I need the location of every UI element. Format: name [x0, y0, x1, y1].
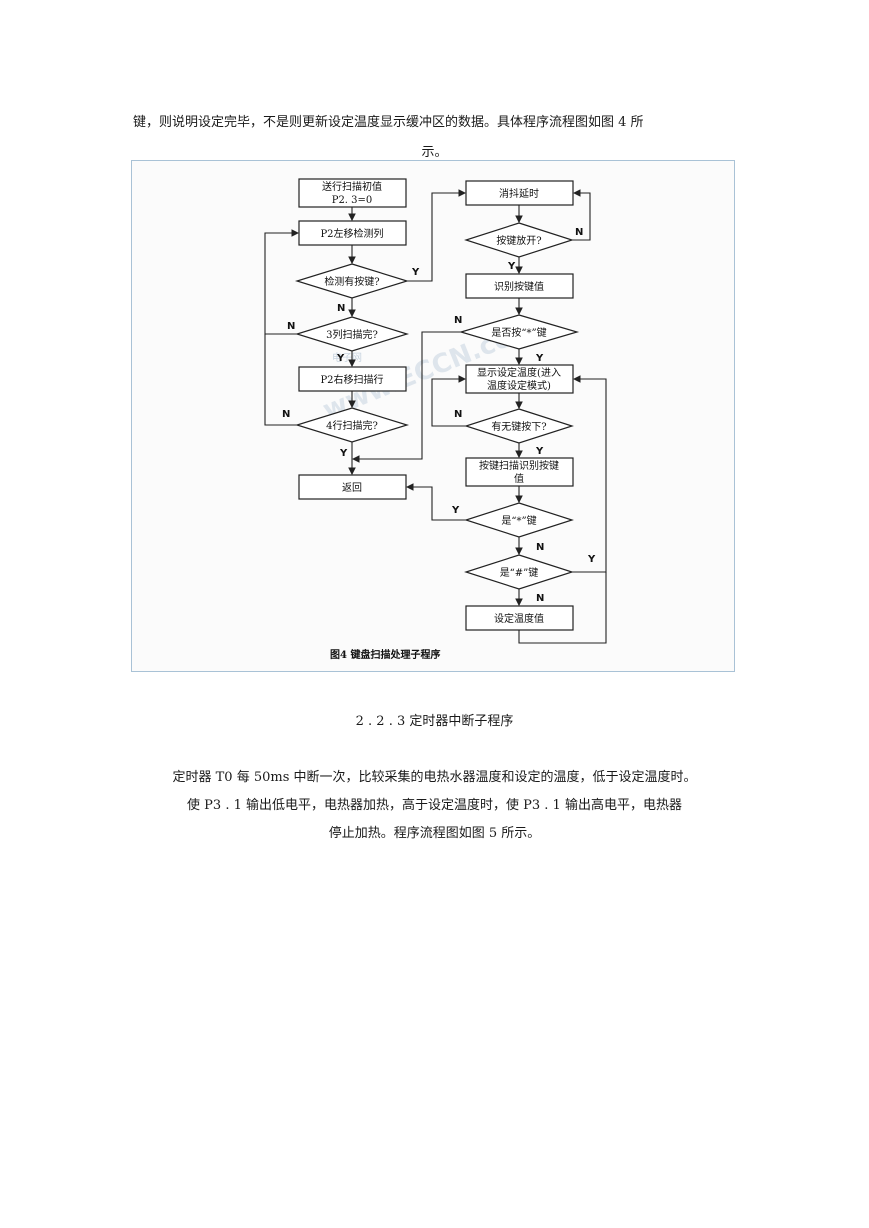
- label-no: N: [337, 303, 345, 314]
- rows-done-text: 4行扫描完?: [326, 419, 378, 432]
- is-hash-text: 是“#”键: [500, 566, 539, 579]
- cols-done-text: 3列扫描完?: [326, 328, 378, 341]
- debounce-box: [465, 180, 574, 206]
- debounce-text: 消抖延时: [499, 187, 539, 200]
- label-no: N: [287, 321, 295, 332]
- label-yes: Y: [339, 448, 348, 459]
- init-text-1: 送行扫描初值: [322, 180, 382, 193]
- display-text-2: 温度设定模式): [487, 379, 551, 392]
- has-key-text: 检测有按键?: [324, 275, 379, 288]
- return-box: [298, 474, 407, 500]
- scan-identify-text-1: 按键扫描识别按键: [479, 459, 559, 472]
- section-heading: 2 . 2 . 3 定时器中断子程序: [355, 714, 514, 729]
- label-yes: Y: [507, 261, 516, 272]
- label-no: N: [454, 409, 462, 420]
- label-yes: Y: [411, 267, 420, 278]
- label-no: N: [536, 542, 544, 553]
- scan-identify-box: [465, 457, 574, 487]
- figure-caption: 图4 键盘扫描处理子程序: [330, 648, 440, 661]
- set-temp-text: 设定温度值: [494, 612, 544, 625]
- paragraph-line: 定时器 T0 每 50ms 中断一次，比较采集的电热水器温度和设定的温度，低于设…: [172, 770, 697, 785]
- label-no: N: [454, 315, 462, 326]
- scan-identify-text-2: 值: [514, 472, 524, 485]
- shift-left-box: [298, 220, 407, 246]
- any-key-text: 有无键按下?: [491, 420, 546, 433]
- paragraph-line: 键，则说明设定完毕，不是则更新设定温度显示缓冲区的数据。具体程序流程图如图 4 …: [133, 115, 644, 130]
- flowchart-figure: www.ECCN.com 电子网 送行扫描初值 P2. 3=0 P2左移检测列 …: [131, 160, 735, 672]
- paragraph-line: 使 P3 . 1 输出低电平，电热器加热，高于设定温度时，使 P3 . 1 输出…: [187, 798, 682, 813]
- paragraph-line: 停止加热。程序流程图如图 5 所示。: [328, 826, 541, 841]
- identify-text: 识别按键值: [494, 280, 544, 293]
- identify-box: [465, 273, 574, 299]
- shift-right-text: P2右移扫描行: [320, 373, 383, 386]
- shift-right-box: [298, 366, 407, 392]
- label-no: N: [536, 593, 544, 604]
- label-yes: Y: [451, 505, 460, 516]
- key-released-text: 按键放开?: [496, 234, 541, 247]
- label-no: N: [282, 409, 290, 420]
- paragraph-line: 示。: [421, 145, 448, 160]
- label-yes: Y: [587, 554, 596, 565]
- set-temp-box: [465, 605, 574, 631]
- label-yes: Y: [535, 446, 544, 457]
- label-no: N: [575, 227, 583, 238]
- return-text: 返回: [342, 482, 362, 494]
- is-star-1-text: 是否按“*”键: [491, 326, 546, 339]
- display-text-1: 显示设定温度(进入: [477, 366, 561, 379]
- init-text-2: P2. 3=0: [332, 195, 373, 206]
- is-star-2-text: 是“*”键: [501, 514, 536, 527]
- init-box: [298, 178, 407, 208]
- shift-left-text: P2左移检测列: [320, 227, 383, 240]
- label-yes: Y: [336, 353, 345, 364]
- label-yes: Y: [535, 353, 544, 364]
